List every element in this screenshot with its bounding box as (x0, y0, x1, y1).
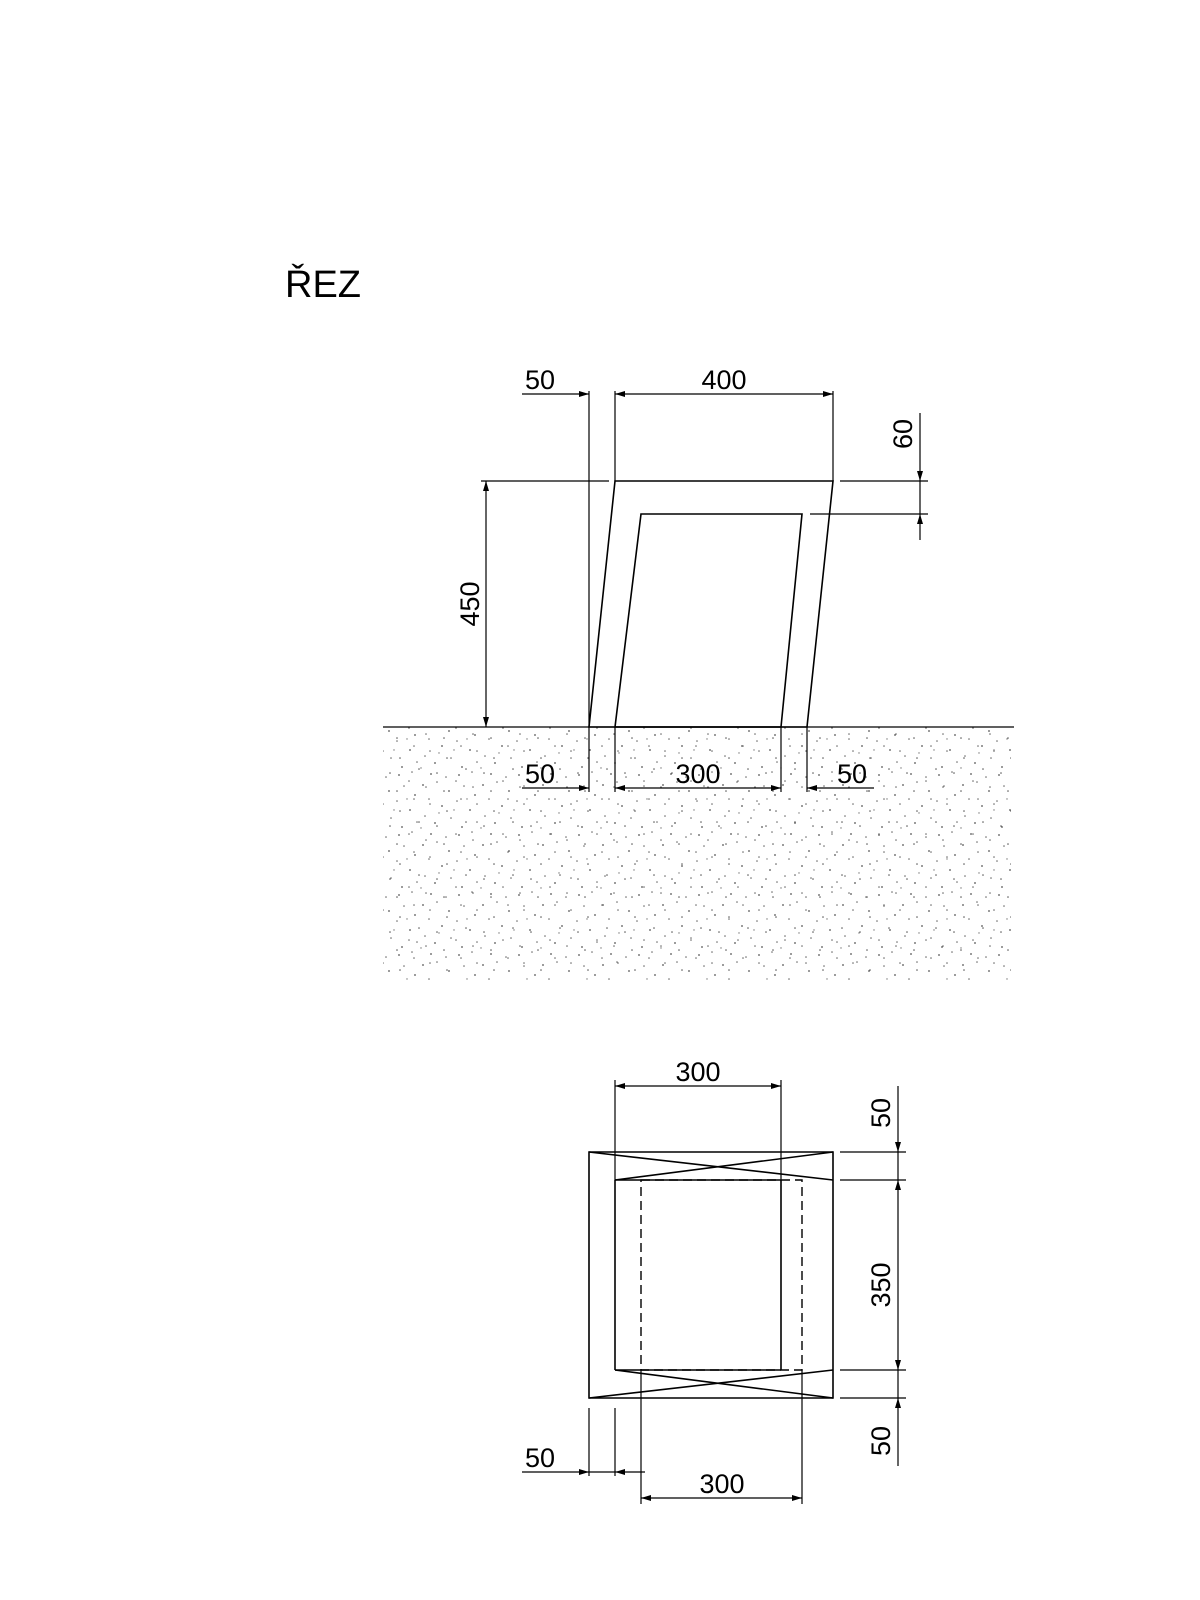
dim-arrow (807, 785, 817, 791)
dim-plan-right-middle: 350 (866, 1262, 896, 1307)
dim-plan-right-top: 50 (866, 1098, 896, 1128)
dim-arrow (895, 1360, 901, 1370)
dim-arrow (483, 481, 489, 491)
dim-section-height: 450 (455, 581, 485, 626)
dim-section-bottom-right: 50 (837, 759, 867, 789)
dim-plan-bottom-left: 50 (525, 1443, 555, 1473)
dim-arrow (579, 391, 589, 397)
dim-section-bottom-middle: 300 (675, 759, 720, 789)
plan-hidden-outline (640, 1179, 803, 1371)
dim-section-bottom-left: 50 (525, 759, 555, 789)
dim-arrow (615, 785, 625, 791)
dim-arrow (771, 785, 781, 791)
plan-diagonal (614, 1369, 834, 1399)
dim-arrow (579, 1469, 589, 1475)
dim-arrow (895, 1142, 901, 1152)
section-view: 50 400 60 450 50 300 50 (383, 365, 1014, 980)
plan-outer-outline (588, 1151, 834, 1399)
dim-section-top-width: 400 (701, 365, 746, 395)
plan-diagonal (588, 1151, 834, 1181)
dim-arrow (792, 1495, 802, 1501)
bench-inner-outline (614, 513, 803, 728)
section-title: ŘEZ (285, 264, 361, 306)
dim-arrow (895, 1398, 901, 1408)
dim-arrow (917, 514, 923, 524)
dim-arrow (917, 471, 923, 481)
dim-section-seat-thickness: 60 (888, 419, 918, 449)
bench-outer-outline (588, 480, 834, 728)
dim-arrow (615, 1083, 625, 1089)
dim-section-top-left: 50 (525, 365, 555, 395)
dim-arrow (771, 1083, 781, 1089)
dim-arrow (483, 717, 489, 727)
dim-plan-bottom-width: 300 (699, 1469, 744, 1499)
plan-diagonal (614, 1151, 834, 1181)
dim-arrow (615, 1469, 625, 1475)
dim-arrow (615, 391, 625, 397)
ground-hatch-secondary (383, 727, 1011, 980)
dim-arrow (579, 785, 589, 791)
plan-view: 300 50 350 50 50 300 (522, 1057, 906, 1504)
dim-arrow (895, 1180, 901, 1190)
dim-arrow (823, 391, 833, 397)
dim-plan-top-width: 300 (675, 1057, 720, 1087)
dim-plan-right-bottom: 50 (866, 1426, 896, 1456)
dim-arrow (641, 1495, 651, 1501)
plan-diagonal (588, 1369, 834, 1399)
